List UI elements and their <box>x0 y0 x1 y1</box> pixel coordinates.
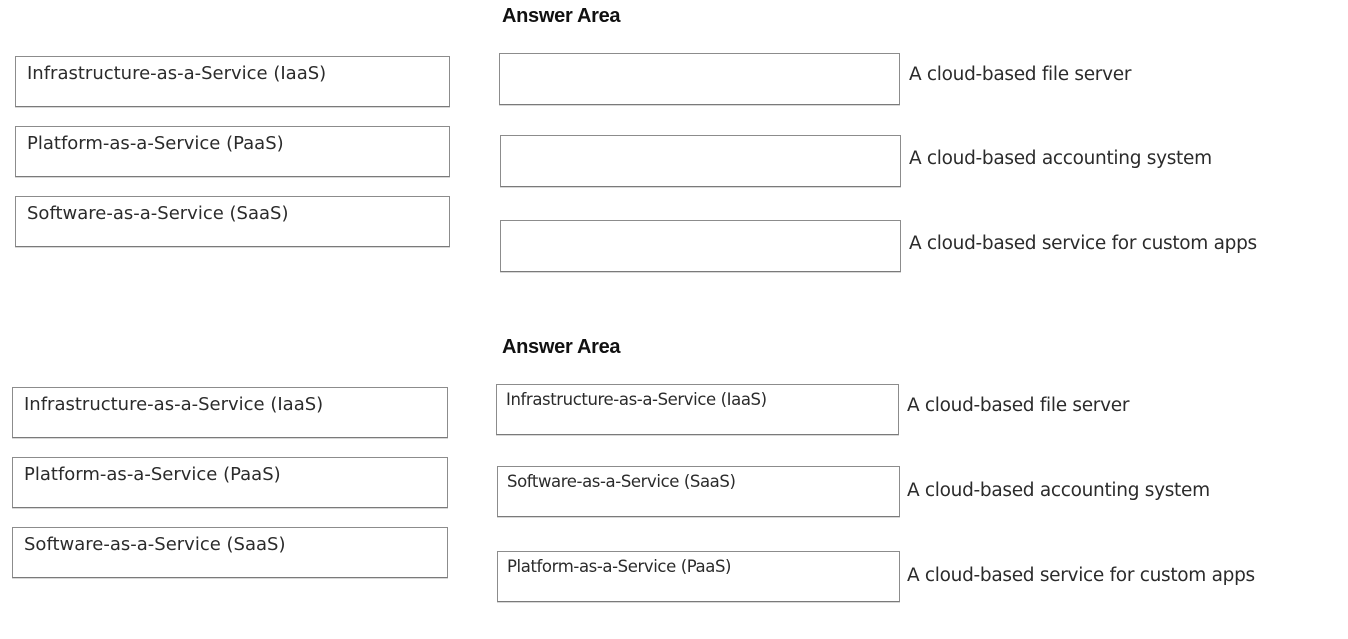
target-slot-custom-apps[interactable] <box>500 220 901 272</box>
target-description-accounting-system-solution: A cloud-based accounting system <box>907 480 1210 501</box>
question-section: Answer Area Infrastructure-as-a-Service … <box>0 0 1348 300</box>
target-description-accounting-system: A cloud-based accounting system <box>909 148 1212 169</box>
answer-area-title: Answer Area <box>502 5 621 27</box>
option-iaas[interactable]: Infrastructure-as-a-Service (IaaS) <box>15 56 450 107</box>
target-slot-custom-apps-filled[interactable]: Platform-as-a-Service (PaaS) <box>497 551 900 602</box>
target-description-custom-apps-solution: A cloud-based service for custom apps <box>907 565 1255 586</box>
option-saas[interactable]: Software-as-a-Service (SaaS) <box>15 196 450 247</box>
target-slot-file-server[interactable] <box>499 53 900 105</box>
target-description-file-server: A cloud-based file server <box>909 64 1132 85</box>
target-slot-file-server-filled[interactable]: Infrastructure-as-a-Service (IaaS) <box>496 384 899 435</box>
option-paas-solution[interactable]: Platform-as-a-Service (PaaS) <box>12 457 448 508</box>
target-description-custom-apps: A cloud-based service for custom apps <box>909 233 1257 254</box>
option-iaas-solution[interactable]: Infrastructure-as-a-Service (IaaS) <box>12 387 448 438</box>
target-slot-accounting-system[interactable] <box>500 135 901 187</box>
target-description-file-server-solution: A cloud-based file server <box>907 395 1130 416</box>
option-saas-solution[interactable]: Software-as-a-Service (SaaS) <box>12 527 448 578</box>
option-paas[interactable]: Platform-as-a-Service (PaaS) <box>15 126 450 177</box>
answer-area-title-solution: Answer Area <box>502 336 621 358</box>
target-slot-accounting-system-filled[interactable]: Software-as-a-Service (SaaS) <box>497 466 900 517</box>
